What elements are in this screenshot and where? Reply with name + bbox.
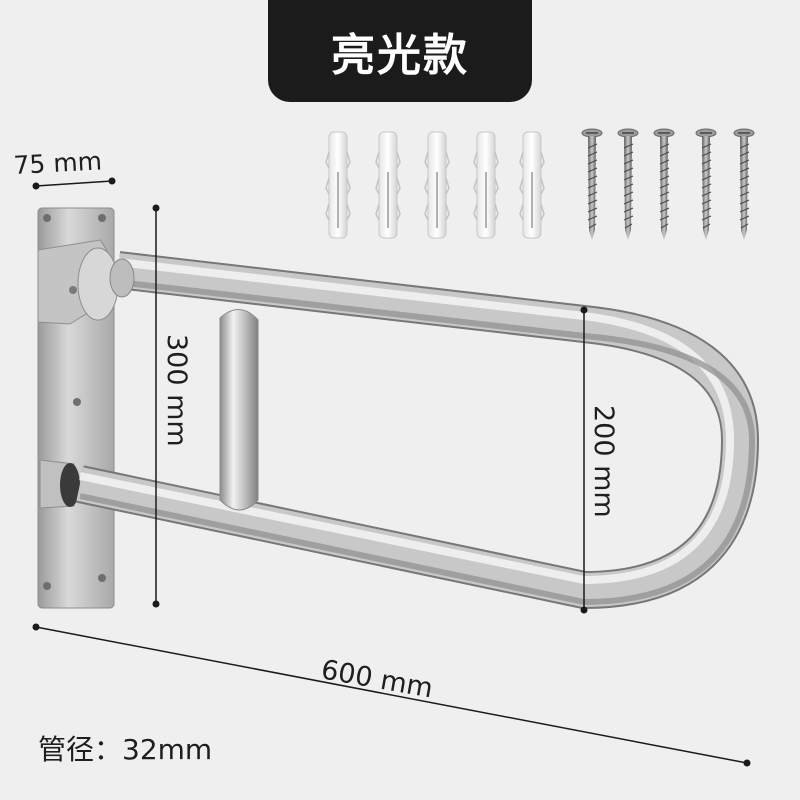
tube-diameter-spec: 管径： 32mm: [38, 728, 212, 768]
grab-bar-tube: [76, 251, 759, 609]
spec-value: 32mm: [122, 733, 213, 766]
wall-anchors: [325, 131, 545, 239]
title-badge: 亮光款: [268, 0, 532, 102]
dimension-height: [152, 204, 160, 608]
height-label: 300 mm: [161, 334, 192, 447]
length-label: 600 mm: [319, 654, 435, 704]
wall-plate: [37, 207, 119, 609]
inner-height-label: 200 mm: [588, 405, 619, 518]
title-text: 亮光款: [331, 30, 469, 81]
dimension-length: [32, 623, 751, 767]
dimension-mount-width: [32, 177, 116, 190]
mount-width-label: 75 mm: [13, 146, 103, 180]
spec-label: 管径：: [38, 733, 123, 766]
screws: [581, 128, 755, 241]
dimension-inner-height: [580, 306, 588, 614]
